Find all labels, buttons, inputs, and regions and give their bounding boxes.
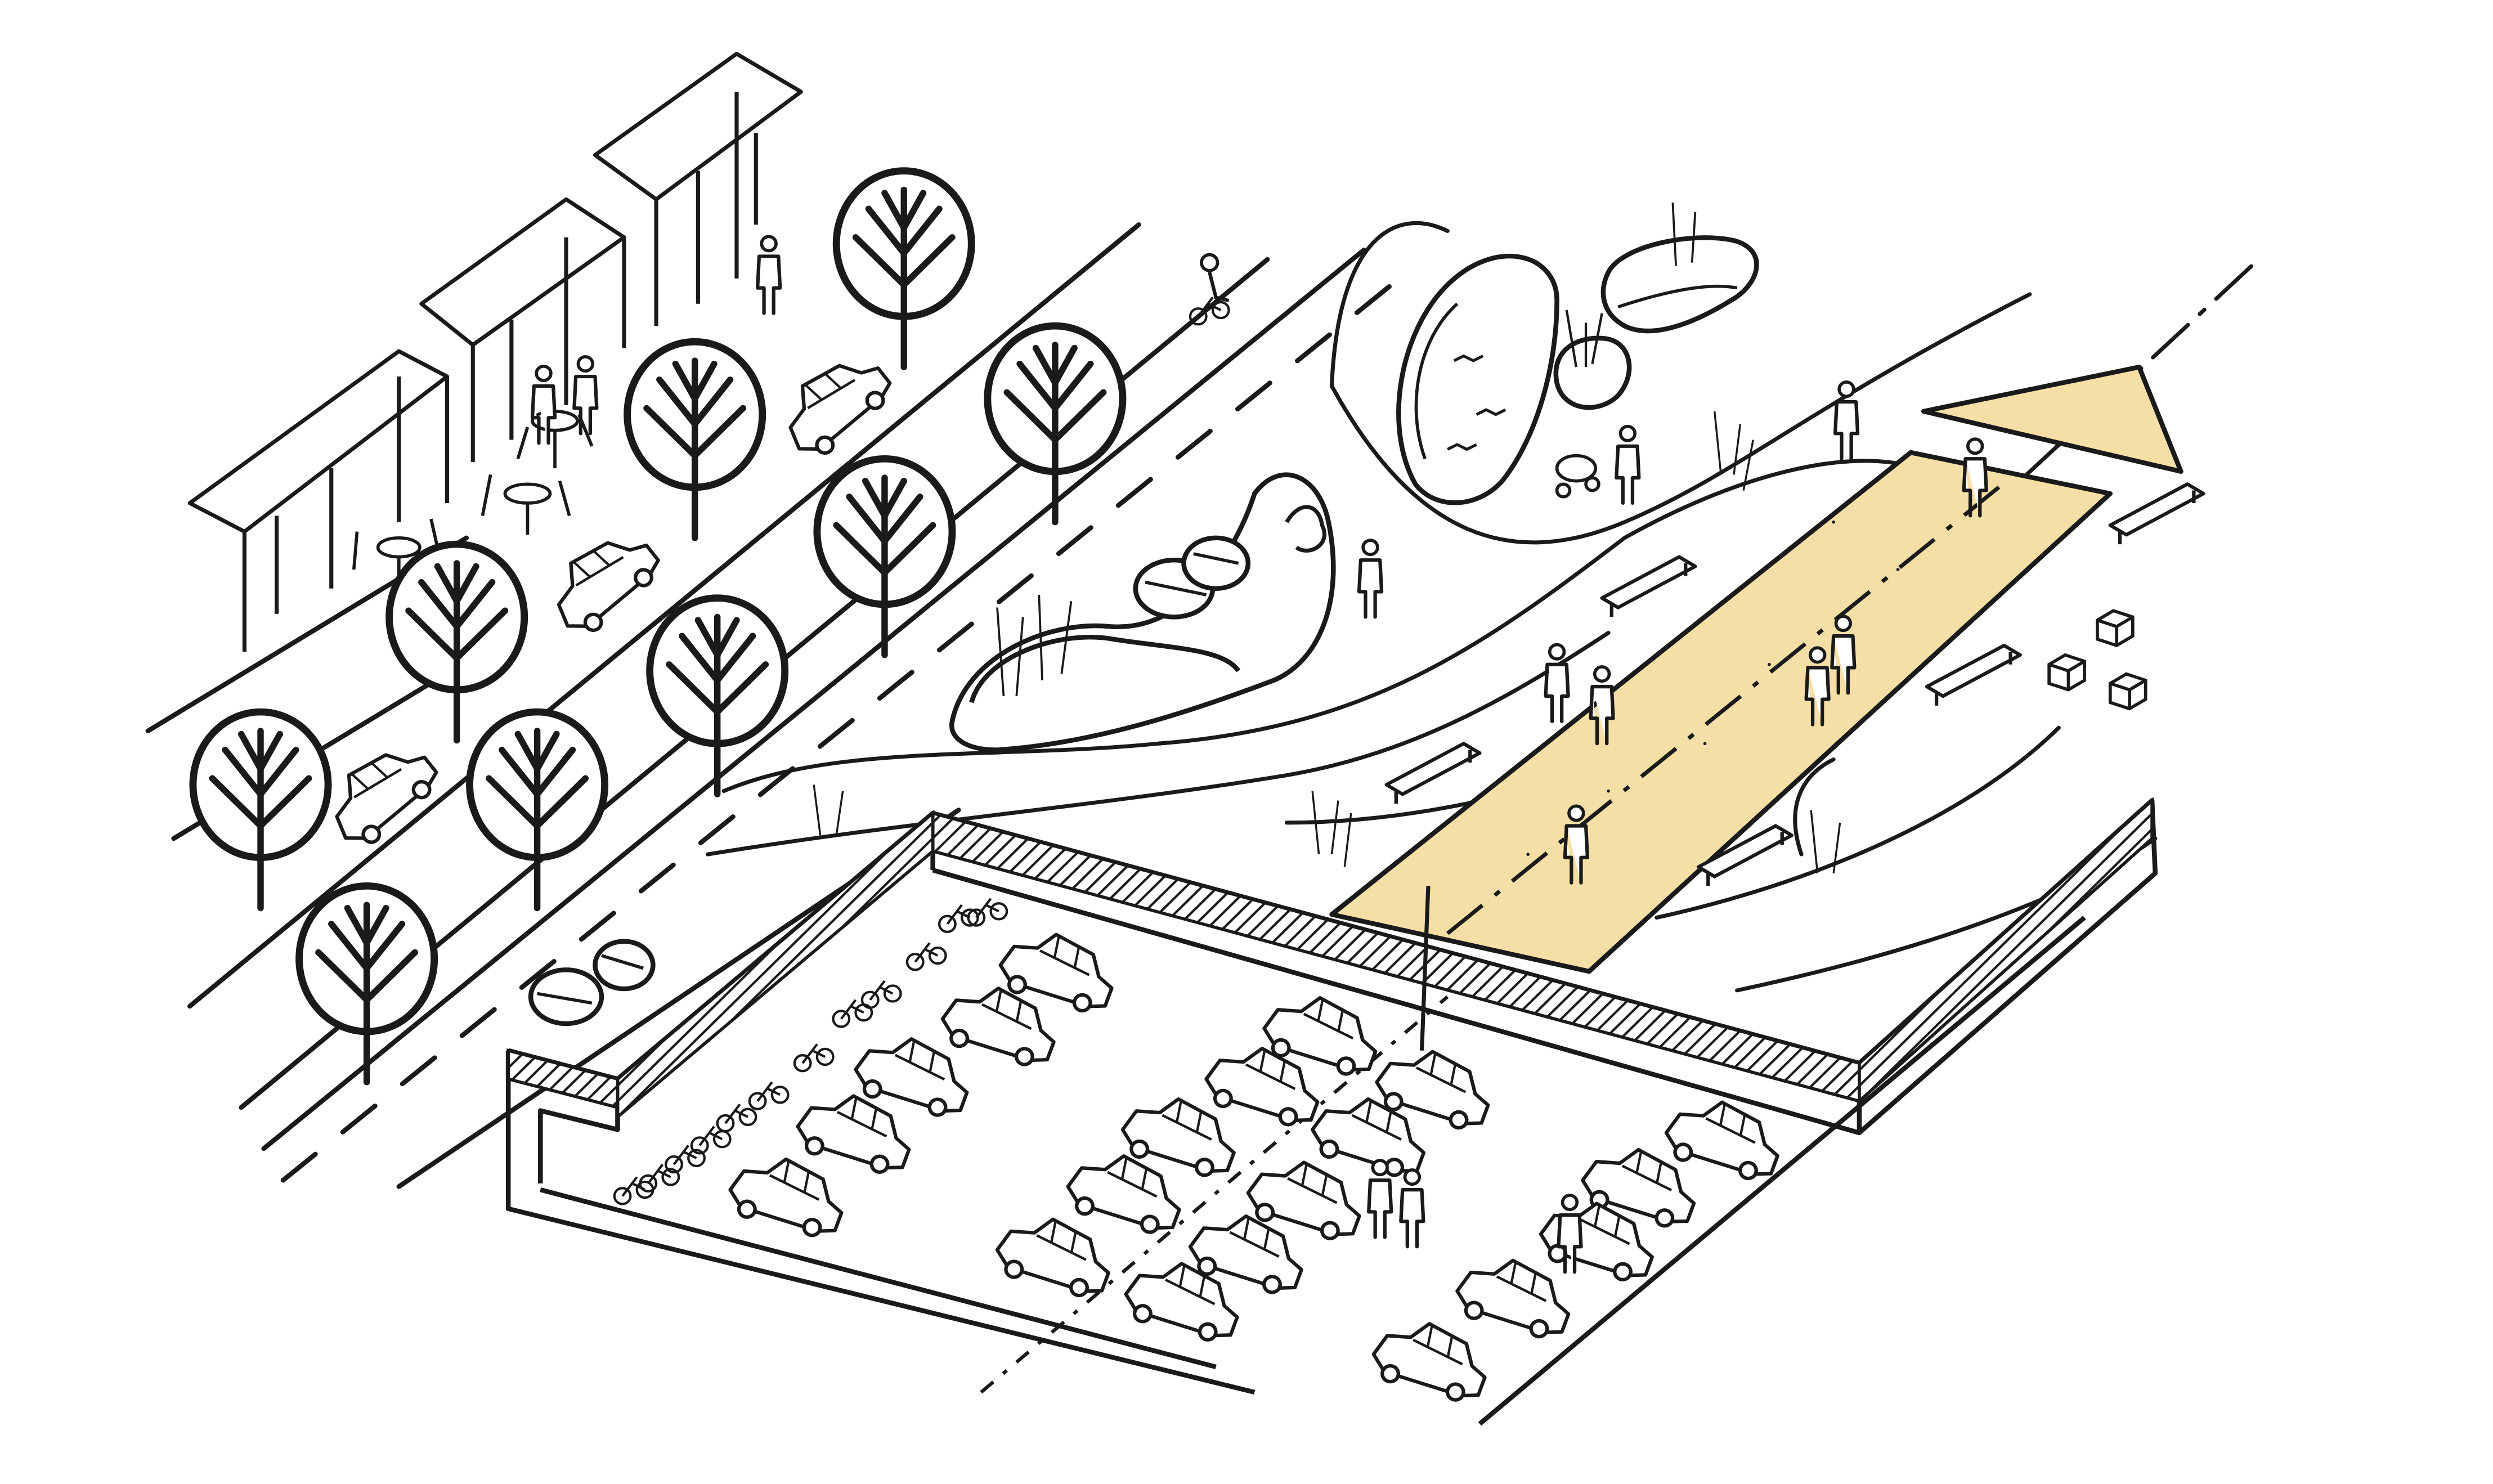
stroller: [1555, 454, 1600, 499]
shop-awning: [419, 197, 626, 347]
planter-bowl: [1553, 310, 1632, 410]
street-car: [316, 732, 447, 854]
street-car: [538, 521, 669, 642]
planter-bowl: [1600, 202, 1759, 334]
pedestrian: [757, 236, 780, 313]
raised-planter: [949, 472, 1336, 752]
shop-wall: [470, 237, 626, 462]
deck-centerline: [1446, 476, 2012, 935]
shop-row: [187, 52, 803, 652]
pedestrian: [1401, 1170, 1423, 1247]
shop-wall: [242, 376, 450, 652]
dry-grass: [813, 411, 1841, 874]
shrub: [1285, 505, 1327, 553]
street-car: [769, 343, 900, 465]
pedestrian: [1616, 427, 1639, 503]
boulders: [528, 535, 1251, 1026]
pedestrian: [1359, 540, 1382, 617]
small-boxes: [2047, 609, 2147, 711]
seated-person: [1835, 382, 1858, 459]
shop-awning: [187, 349, 450, 534]
cyclist: [1190, 253, 1229, 325]
support-pole: [1419, 886, 1431, 1051]
parking-cars-right: [1366, 1088, 1788, 1411]
deck-texture: [1526, 520, 1900, 856]
planter-grass: [996, 594, 1073, 697]
shop-awning: [593, 52, 803, 201]
direction-arrow: [1921, 365, 2183, 474]
pond: [1396, 254, 1559, 505]
parking-edge-hatch: [506, 797, 2154, 1120]
shop-wall: [654, 92, 758, 326]
